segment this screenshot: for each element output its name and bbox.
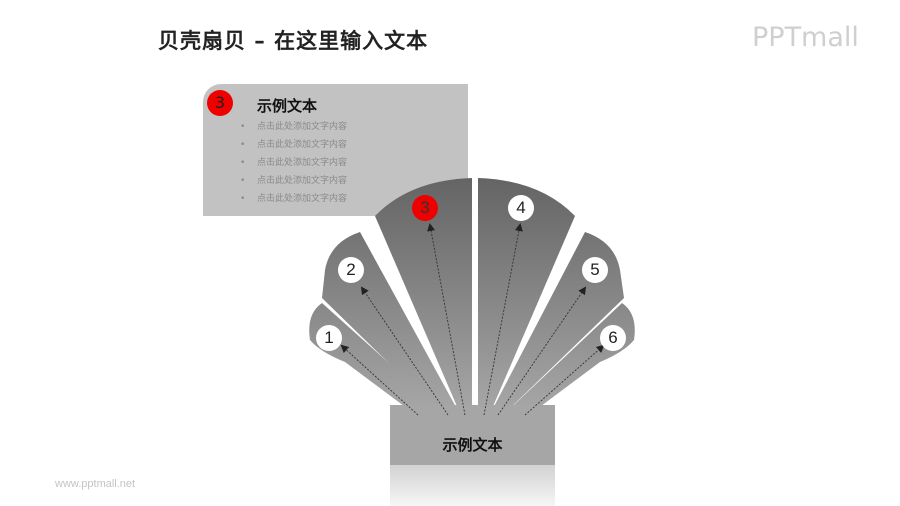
petal-4 [478,178,575,418]
callout-bullet: 点击此处添加文字内容 [240,120,347,138]
callout-bullet: 点击此处添加文字内容 [240,174,347,192]
callout-bullet: 点击此处添加文字内容 [240,138,347,156]
callout-heading: 示例文本 [257,97,318,115]
shell-base-label: 示例文本 [442,436,503,454]
petal-number-4: 4 [508,195,534,221]
callout-bullet: 点击此处添加文字内容 [240,192,347,210]
petal-number-6: 6 [600,325,626,351]
page-title: 贝壳扇贝 – 在这里输入文本 [158,29,429,53]
shell-base-reflection [390,465,555,506]
petal-number-1: 1 [316,325,342,351]
callout-bullet-list: 点击此处添加文字内容 点击此处添加文字内容 点击此处添加文字内容 点击此处添加文… [240,120,347,210]
petal-1 [309,303,450,418]
petal-3 [375,178,472,418]
footer-url: www.pptmall.net [55,478,136,490]
callout-bullet: 点击此处添加文字内容 [240,156,347,174]
petal-number-5: 5 [582,257,608,283]
petal-number-2: 2 [338,257,364,283]
callout-badge: 3 [207,90,233,116]
petal-number-3: 3 [412,195,438,221]
brand-logo: PPTmall [752,22,859,53]
